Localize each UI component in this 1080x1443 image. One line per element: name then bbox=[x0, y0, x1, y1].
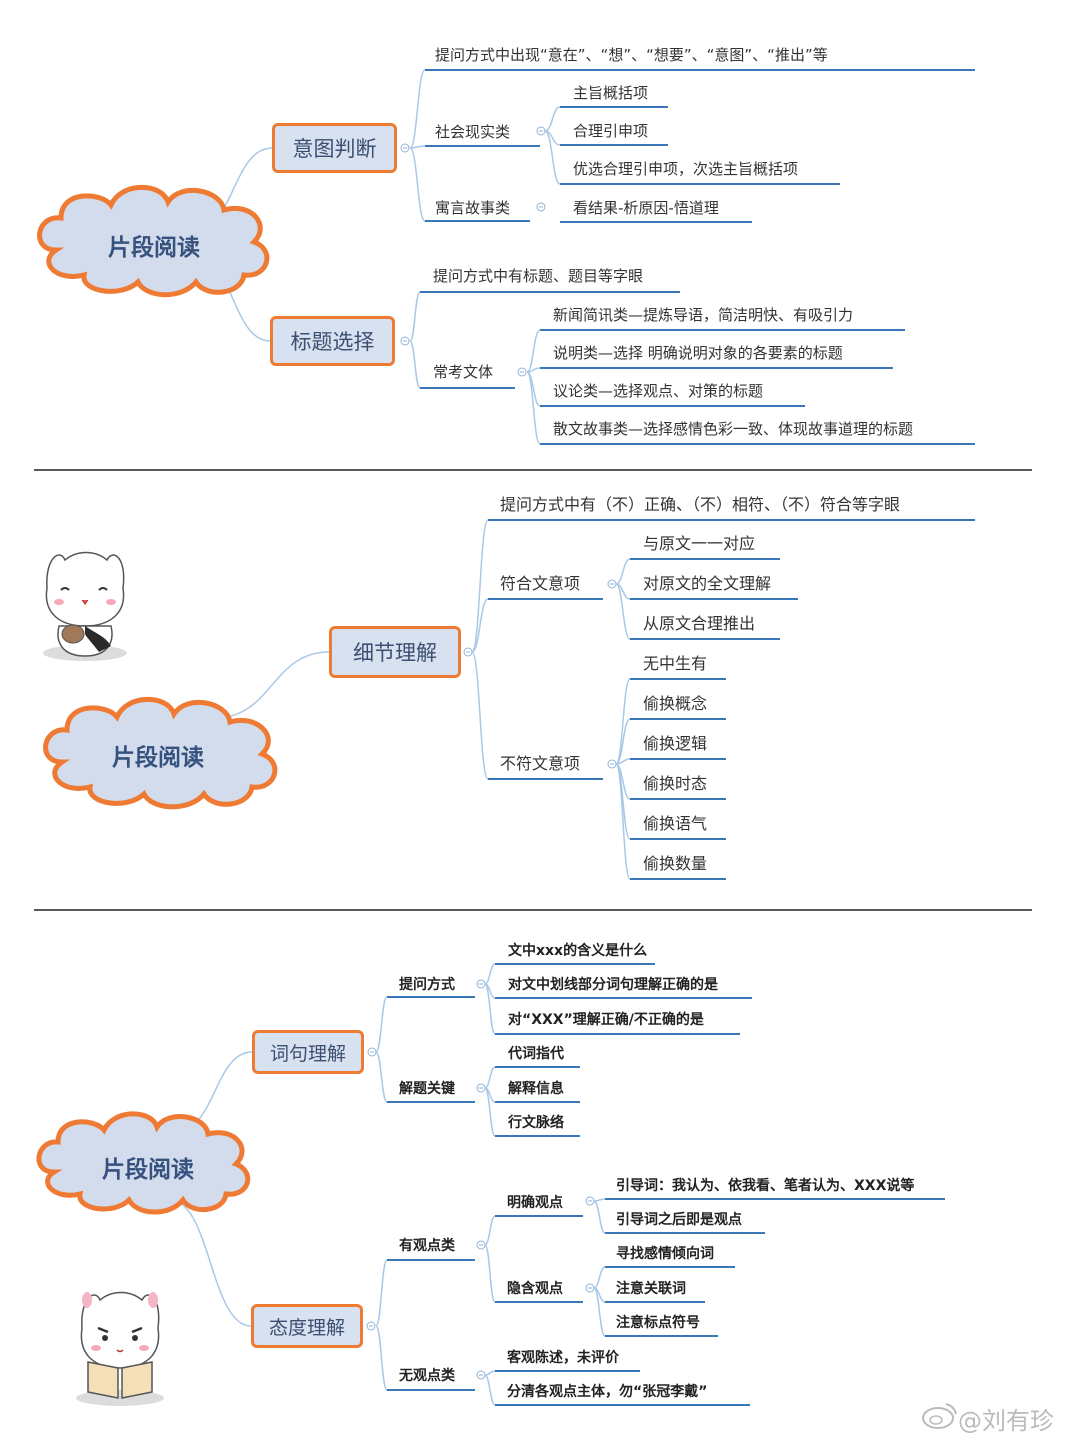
branch-connector bbox=[544, 130, 561, 185]
branch-connector bbox=[615, 558, 631, 585]
detail-match-label: 符合文意项 bbox=[500, 574, 581, 593]
detail-mismatch-item-5: 偷换语气 bbox=[643, 814, 708, 833]
intent-fable-label: 寓言故事类 bbox=[435, 199, 511, 217]
detail-mismatch-item-2: 偷换概念 bbox=[643, 694, 708, 713]
branch-connector bbox=[375, 996, 388, 1053]
title-common-item-3: 议论类—选择观点、对策的标题 bbox=[553, 382, 764, 400]
word-ask-item-2: 对文中划线部分词句理解正确的是 bbox=[508, 977, 718, 993]
intent-social-item-2: 合理引申项 bbox=[573, 122, 649, 140]
center-node-3: 片段阅读 bbox=[102, 1157, 194, 1183]
attitude-hidden-item-3: 注意标点符号 bbox=[616, 1315, 700, 1331]
attitude-hidden-item-2: 注意关联词 bbox=[616, 1281, 686, 1297]
title-common-item-1: 新闻简讯类—提炼导语，简洁明快、有吸引力 bbox=[553, 306, 854, 324]
attitude-clear-label: 明确观点 bbox=[507, 1195, 563, 1211]
intent-social-label: 社会现实类 bbox=[435, 123, 511, 141]
branch-connector bbox=[409, 147, 426, 222]
watermark: @刘有珍 bbox=[958, 1407, 1054, 1435]
attitude-hidden-label: 隐含观点 bbox=[507, 1281, 563, 1297]
branch-connector bbox=[375, 1051, 388, 1103]
branch-connector bbox=[409, 145, 426, 149]
attitude-clear-item-1: 引导词：我认为、依我看、笔者认为、XXX说等 bbox=[616, 1178, 915, 1194]
branch-connector bbox=[615, 583, 631, 640]
attitude-no-view-item-1: 客观陈述，未评价 bbox=[507, 1350, 619, 1366]
weibo-logo-icon bbox=[922, 1403, 957, 1429]
cat-mascot-icon bbox=[76, 1291, 164, 1406]
branch-connector bbox=[484, 1087, 496, 1137]
branch-connector bbox=[409, 291, 421, 342]
branch-connector bbox=[615, 763, 631, 880]
node-detail-understanding[interactable]: 细节理解 bbox=[329, 626, 461, 678]
attitude-hidden-item-1: 寻找感情倾向词 bbox=[616, 1246, 714, 1262]
title-common-item-2: 说明类—选择 明确说明对象的各要素的标题 bbox=[553, 344, 843, 362]
branch-connector bbox=[375, 1259, 388, 1327]
detail-mismatch-item-1: 无中生有 bbox=[643, 654, 708, 673]
intent-fable-item-1: 看结果-析原因-悟道理 bbox=[573, 199, 719, 217]
attitude-has-view-label: 有观点类 bbox=[399, 1238, 455, 1254]
branch-connector bbox=[526, 371, 541, 445]
branch-connector bbox=[484, 1374, 496, 1406]
detail-match-item-1: 与原文一一对应 bbox=[643, 534, 756, 553]
detail-match-item-3: 从原文合理推出 bbox=[643, 614, 756, 633]
branch-connector bbox=[615, 718, 631, 765]
word-key-item-1: 代词指代 bbox=[508, 1046, 564, 1062]
branch-connector bbox=[471, 598, 489, 653]
detail-mismatch-item-3: 偷换逻辑 bbox=[643, 734, 708, 753]
attitude-no-view-label: 无观点类 bbox=[399, 1368, 455, 1384]
intent-social-item-1: 主旨概括项 bbox=[573, 84, 649, 102]
branch-connector bbox=[375, 1325, 388, 1391]
intent-social-item-3: 优选合理引申项，次选主旨概括项 bbox=[573, 160, 799, 178]
node-word-sentence[interactable]: 词句理解 bbox=[252, 1030, 364, 1074]
node-intent-judgment[interactable]: 意图判断 bbox=[272, 123, 397, 173]
cloud-node-1-shape bbox=[37, 184, 270, 298]
word-ask-label: 提问方式 bbox=[399, 977, 455, 993]
word-key-item-3: 行文脉络 bbox=[508, 1115, 564, 1131]
detail-mismatch-item-6: 偷换数量 bbox=[643, 854, 708, 873]
title-common-item-4: 散文故事类—选择感情色彩一致、体现故事道理的标题 bbox=[553, 420, 914, 438]
branch-connector bbox=[484, 1215, 496, 1246]
detail-question-way: 提问方式中有（不）正确、（不）相符、（不）符合等字眼 bbox=[500, 495, 901, 514]
center-node-2: 片段阅读 bbox=[112, 745, 204, 771]
branch-connector bbox=[484, 983, 496, 1035]
node-title-choice[interactable]: 标题选择 bbox=[270, 316, 395, 366]
branch-connector bbox=[544, 106, 561, 132]
center-node-1: 片段阅读 bbox=[108, 235, 200, 261]
branch-connector bbox=[593, 1266, 606, 1289]
title-question-way: 提问方式中有标题、题目等字眼 bbox=[433, 267, 644, 285]
attitude-no-view-item-2: 分清各观点主体，勿“张冠李戴” bbox=[507, 1384, 708, 1400]
branch-connector bbox=[484, 1066, 496, 1089]
cat-mascot-icon bbox=[43, 551, 127, 661]
cloud-node-3-shape bbox=[36, 1111, 251, 1215]
word-ask-item-3: 对“XXX”理解正确/不正确的是 bbox=[508, 1012, 704, 1028]
node-attitude[interactable]: 态度理解 bbox=[251, 1304, 363, 1348]
branch-connector bbox=[484, 963, 496, 985]
branch-connector bbox=[471, 519, 489, 653]
cloud-node-2-shape bbox=[43, 696, 278, 810]
branch-connector bbox=[526, 329, 541, 373]
attitude-clear-item-2: 引导词之后即是观点 bbox=[616, 1212, 742, 1228]
title-common-label: 常考文体 bbox=[433, 363, 494, 381]
detail-mismatch-label: 不符文意项 bbox=[500, 754, 581, 773]
branch-connector bbox=[409, 340, 421, 389]
word-key-label: 解题关键 bbox=[399, 1081, 455, 1097]
branch-connector bbox=[484, 1244, 496, 1303]
detail-match-item-2: 对原文的全文理解 bbox=[643, 574, 772, 593]
word-ask-item-1: 文中xxx的含义是什么 bbox=[508, 943, 648, 959]
branch-connector bbox=[471, 651, 489, 780]
branch-connector bbox=[593, 1287, 606, 1337]
word-key-item-2: 解释信息 bbox=[508, 1081, 564, 1097]
branch-connector bbox=[593, 1200, 606, 1234]
branch-connector bbox=[409, 69, 426, 149]
cloud3-to-attitude bbox=[169, 1199, 252, 1327]
intent-question-way: 提问方式中出现“意在”、“想”、“想要”、“意图”、“推出”等 bbox=[435, 46, 828, 64]
cloud2-to-detail bbox=[214, 651, 330, 719]
detail-mismatch-item-4: 偷换时态 bbox=[643, 774, 708, 793]
